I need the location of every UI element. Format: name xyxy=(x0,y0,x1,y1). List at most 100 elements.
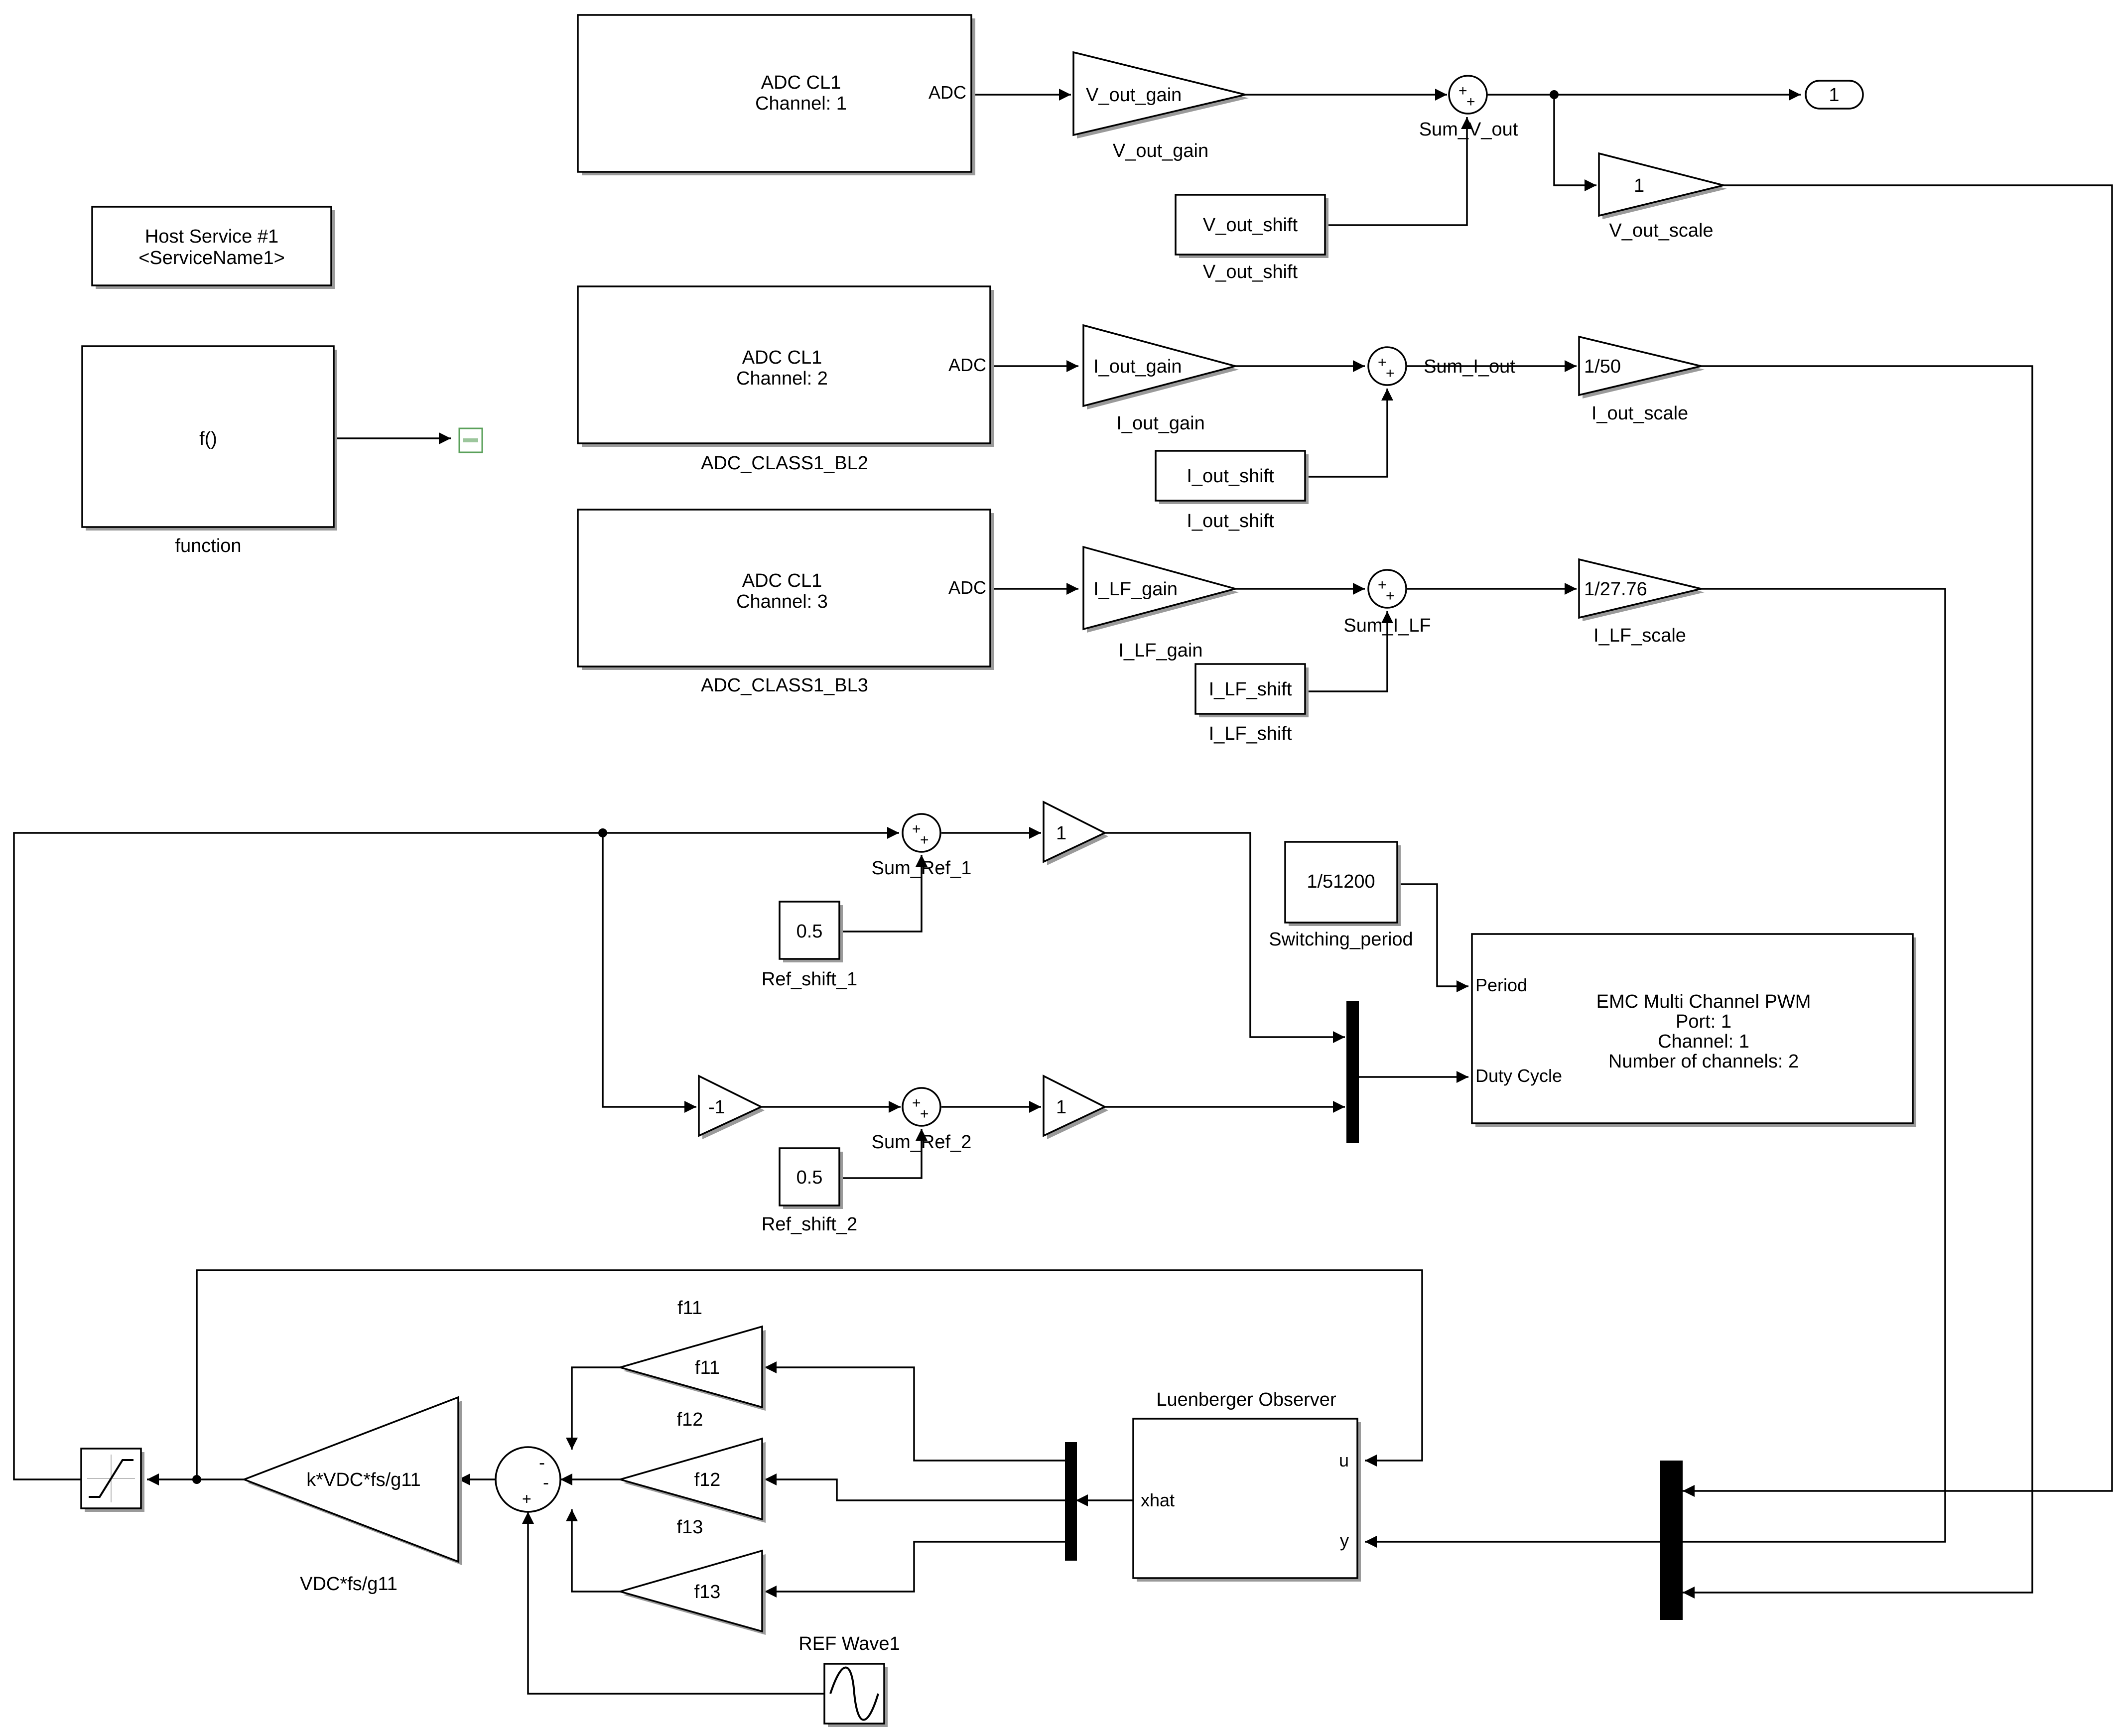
wire-period xyxy=(1400,883,1468,992)
gain-ref-2-block[interactable]: 1 xyxy=(1043,1074,1108,1139)
signal-lines xyxy=(13,89,2113,1695)
emc-pwm-block[interactable]: EMC Multi Channel PWM Port: 1 Channel: 1… xyxy=(1471,933,1916,1127)
wire-smux-f12 xyxy=(765,1473,1066,1501)
pwm-mux-block[interactable] xyxy=(1346,1001,1359,1143)
luenberger-observer-block[interactable]: u y xhat xyxy=(1132,1418,1361,1582)
i-out-shift-block[interactable]: I_out_shift xyxy=(1155,450,1309,504)
i-out-scale-name: I_out_scale xyxy=(1591,403,1688,424)
branch-point xyxy=(1550,90,1559,99)
host-service-block[interactable]: Host Service #1 <ServiceName1> xyxy=(91,206,335,289)
v-out-scale-name: V_out_scale xyxy=(1609,220,1713,241)
wire-branch-vscale xyxy=(1553,95,1596,191)
negate-gain-block[interactable]: -1 xyxy=(698,1074,765,1139)
sum-i-lf-block[interactable]: + + xyxy=(1367,569,1407,609)
wire-ishift-sum xyxy=(1308,389,1393,478)
i-lf-gain-text: I_LF_gain xyxy=(1093,579,1178,600)
saturation-icon xyxy=(89,1459,133,1498)
k-gain-block[interactable]: k*VDC*fs/g11 xyxy=(242,1396,462,1565)
i-out-scale-block[interactable]: 1/50 xyxy=(1578,335,1705,399)
outport-1[interactable]: 1 xyxy=(1805,80,1864,110)
v-out-shift-text: V_out_shift xyxy=(1203,215,1298,236)
main-sum-block[interactable]: - - + xyxy=(495,1446,561,1513)
f13-gain-block[interactable]: f13 xyxy=(617,1549,766,1635)
ref-shift-1-text: 0.5 xyxy=(796,921,823,942)
sum-sign: + xyxy=(920,1106,929,1122)
observer-port-y: y xyxy=(1340,1530,1349,1551)
pwm-port-duty: Duty Cycle xyxy=(1475,1066,1562,1086)
ref-wave-name: REF Wave1 xyxy=(798,1633,900,1654)
wire-lfshift-sum xyxy=(1308,611,1393,692)
adc3-line1: ADC CL1 xyxy=(742,570,822,591)
wire-rshift2-sum2 xyxy=(842,1129,927,1179)
f12-gain-block[interactable]: f12 xyxy=(617,1437,766,1523)
function-block-name: function xyxy=(175,535,241,556)
wire-lfscale-obs-y xyxy=(1365,588,1946,1548)
i-out-gain-name: I_out_gain xyxy=(1116,413,1205,434)
sum-i-out-block[interactable]: + + xyxy=(1367,346,1407,386)
wire-gain1-pmux xyxy=(1105,832,1345,1043)
i-lf-scale-block[interactable]: 1/27.76 xyxy=(1578,558,1705,621)
terminator-block[interactable] xyxy=(458,427,483,453)
negate-gain-text: -1 xyxy=(708,1097,725,1118)
ref-shift-2-block[interactable]: 0.5 xyxy=(779,1147,843,1209)
v-out-scale-block[interactable]: 1 xyxy=(1598,152,1727,219)
i-out-gain-block[interactable]: I_out_gain xyxy=(1082,324,1239,409)
i-out-shift-text: I_out_shift xyxy=(1187,466,1274,487)
adc2-block-name: ADC_CLASS1_BL2 xyxy=(701,453,868,474)
gain-ref-2-text: 1 xyxy=(1056,1097,1066,1118)
observer-mux-block[interactable] xyxy=(1065,1442,1077,1561)
pwm-port-period: Period xyxy=(1475,975,1527,995)
sum-sign: + xyxy=(1378,577,1387,593)
measurement-mux-block[interactable] xyxy=(1660,1461,1683,1620)
adc3-block[interactable]: ADC CL1 Channel: 3 ADC xyxy=(577,509,994,670)
outport-1-text: 1 xyxy=(1829,85,1839,106)
wire-f11-sum xyxy=(566,1366,620,1450)
sum-ref-2-block[interactable]: + + xyxy=(902,1087,941,1127)
i-out-gain-text: I_out_gain xyxy=(1093,356,1182,377)
adc2-line2: Channel: 2 xyxy=(736,368,828,389)
f11-name: f11 xyxy=(677,1298,702,1319)
f11-text: f11 xyxy=(695,1357,720,1378)
gain-ref-1-text: 1 xyxy=(1056,823,1066,844)
sum-sign: + xyxy=(912,1095,921,1111)
pwm-line3: Channel: 1 xyxy=(1658,1031,1749,1052)
v-out-gain-block[interactable]: V_out_gain xyxy=(1072,51,1249,138)
saturation-block[interactable] xyxy=(80,1448,144,1512)
sum-ref-1-block[interactable]: + + xyxy=(902,813,941,853)
adc2-block[interactable]: ADC CL1 Channel: 2 ADC xyxy=(577,285,994,447)
sum-sign: + xyxy=(1458,83,1467,99)
gain-ref-1-block[interactable]: 1 xyxy=(1043,801,1108,865)
branch-point xyxy=(598,828,607,837)
i-lf-shift-block[interactable]: I_LF_shift xyxy=(1194,663,1309,717)
wire-iscale-mux xyxy=(1683,365,2033,1599)
wire-f13-sum xyxy=(566,1509,620,1593)
adc1-block[interactable]: ADC CL1 Channel: 1 ADC xyxy=(577,14,975,175)
adc2-port-label: ADC xyxy=(948,355,986,375)
v-out-shift-block[interactable]: V_out_shift xyxy=(1175,194,1328,258)
sum-sign: + xyxy=(1386,365,1395,382)
i-lf-shift-text: I_LF_shift xyxy=(1209,679,1292,700)
sum-sign: - xyxy=(539,1452,545,1472)
ref-wave-block[interactable] xyxy=(823,1663,888,1727)
host-service-line2: <ServiceName1> xyxy=(138,248,285,268)
wire-branch-neg xyxy=(602,833,696,1113)
sum-v-out-block[interactable]: + + xyxy=(1448,75,1488,115)
observer-port-xhat: xhat xyxy=(1141,1490,1175,1510)
sum-v-out-name: Sum_V_out xyxy=(1419,119,1518,140)
sum-sign: + xyxy=(912,821,921,837)
i-lf-gain-block[interactable]: I_LF_gain xyxy=(1082,545,1239,633)
function-block[interactable]: f() xyxy=(81,345,337,531)
branch-point xyxy=(192,1475,201,1484)
wire-refwave-sum xyxy=(522,1512,824,1695)
adc3-block-name: ADC_CLASS1_BL3 xyxy=(701,675,868,696)
i-out-shift-name: I_out_shift xyxy=(1187,511,1274,532)
ref-shift-1-block[interactable]: 0.5 xyxy=(779,901,843,962)
f12-name: f12 xyxy=(677,1409,703,1430)
f11-gain-block[interactable]: f11 xyxy=(617,1325,766,1411)
i-lf-shift-name: I_LF_shift xyxy=(1209,723,1292,744)
i-lf-gain-name: I_LF_gain xyxy=(1118,640,1202,661)
switching-period-block[interactable]: 1/51200 xyxy=(1284,841,1401,926)
sum-sign: - xyxy=(543,1472,549,1492)
wire-vscale-mux xyxy=(1683,184,2113,1497)
